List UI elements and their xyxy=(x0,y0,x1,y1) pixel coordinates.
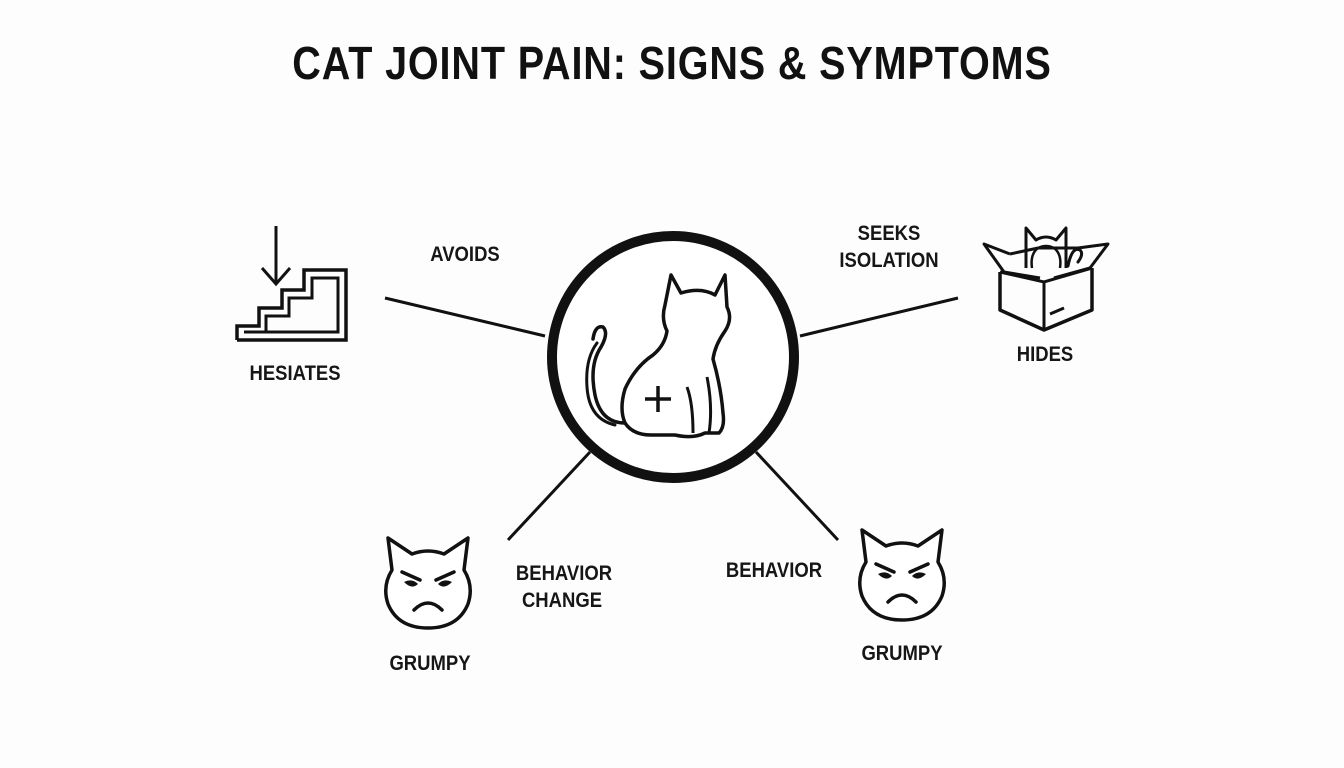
stairs-node xyxy=(234,222,354,346)
center-cat-node xyxy=(543,227,803,487)
hide-node xyxy=(980,210,1112,332)
hide-label: HIDES xyxy=(1016,343,1074,366)
connector-grumpy-right xyxy=(754,450,840,542)
grumpy-cat-face-icon xyxy=(858,528,946,622)
connector-stairs xyxy=(384,296,546,338)
grumpy-left-connector-label-line2: CHANGE xyxy=(521,589,603,612)
grumpy-left-connector-label-line1: BEHAVIOR xyxy=(515,562,613,585)
hide-connector-label-line2: ISOLATION xyxy=(839,249,939,272)
stairs-with-down-arrow-icon xyxy=(235,226,348,342)
grumpy-left-node xyxy=(378,534,478,634)
grumpy-right-node xyxy=(852,526,952,626)
diagram-title: CAT JOINT PAIN: SIGNS & SYMPTOMS xyxy=(292,37,1052,89)
stairs-connector-label: AVOIDS xyxy=(430,243,500,266)
stairs-label: HESIATES xyxy=(249,362,341,385)
hide-connector-label-line1: SEEKS xyxy=(857,222,921,245)
grumpy-right-connector-label: BEHAVIOR xyxy=(725,559,823,582)
cat-in-box-icon xyxy=(982,226,1110,332)
connector-hide xyxy=(799,296,959,338)
grumpy-cat-face-icon xyxy=(384,536,472,630)
grumpy-right-label: GRUMPY xyxy=(861,642,943,665)
cat-with-medical-cross-icon xyxy=(547,231,799,483)
grumpy-left-label: GRUMPY xyxy=(389,652,471,675)
connector-grumpy-left xyxy=(506,450,592,542)
